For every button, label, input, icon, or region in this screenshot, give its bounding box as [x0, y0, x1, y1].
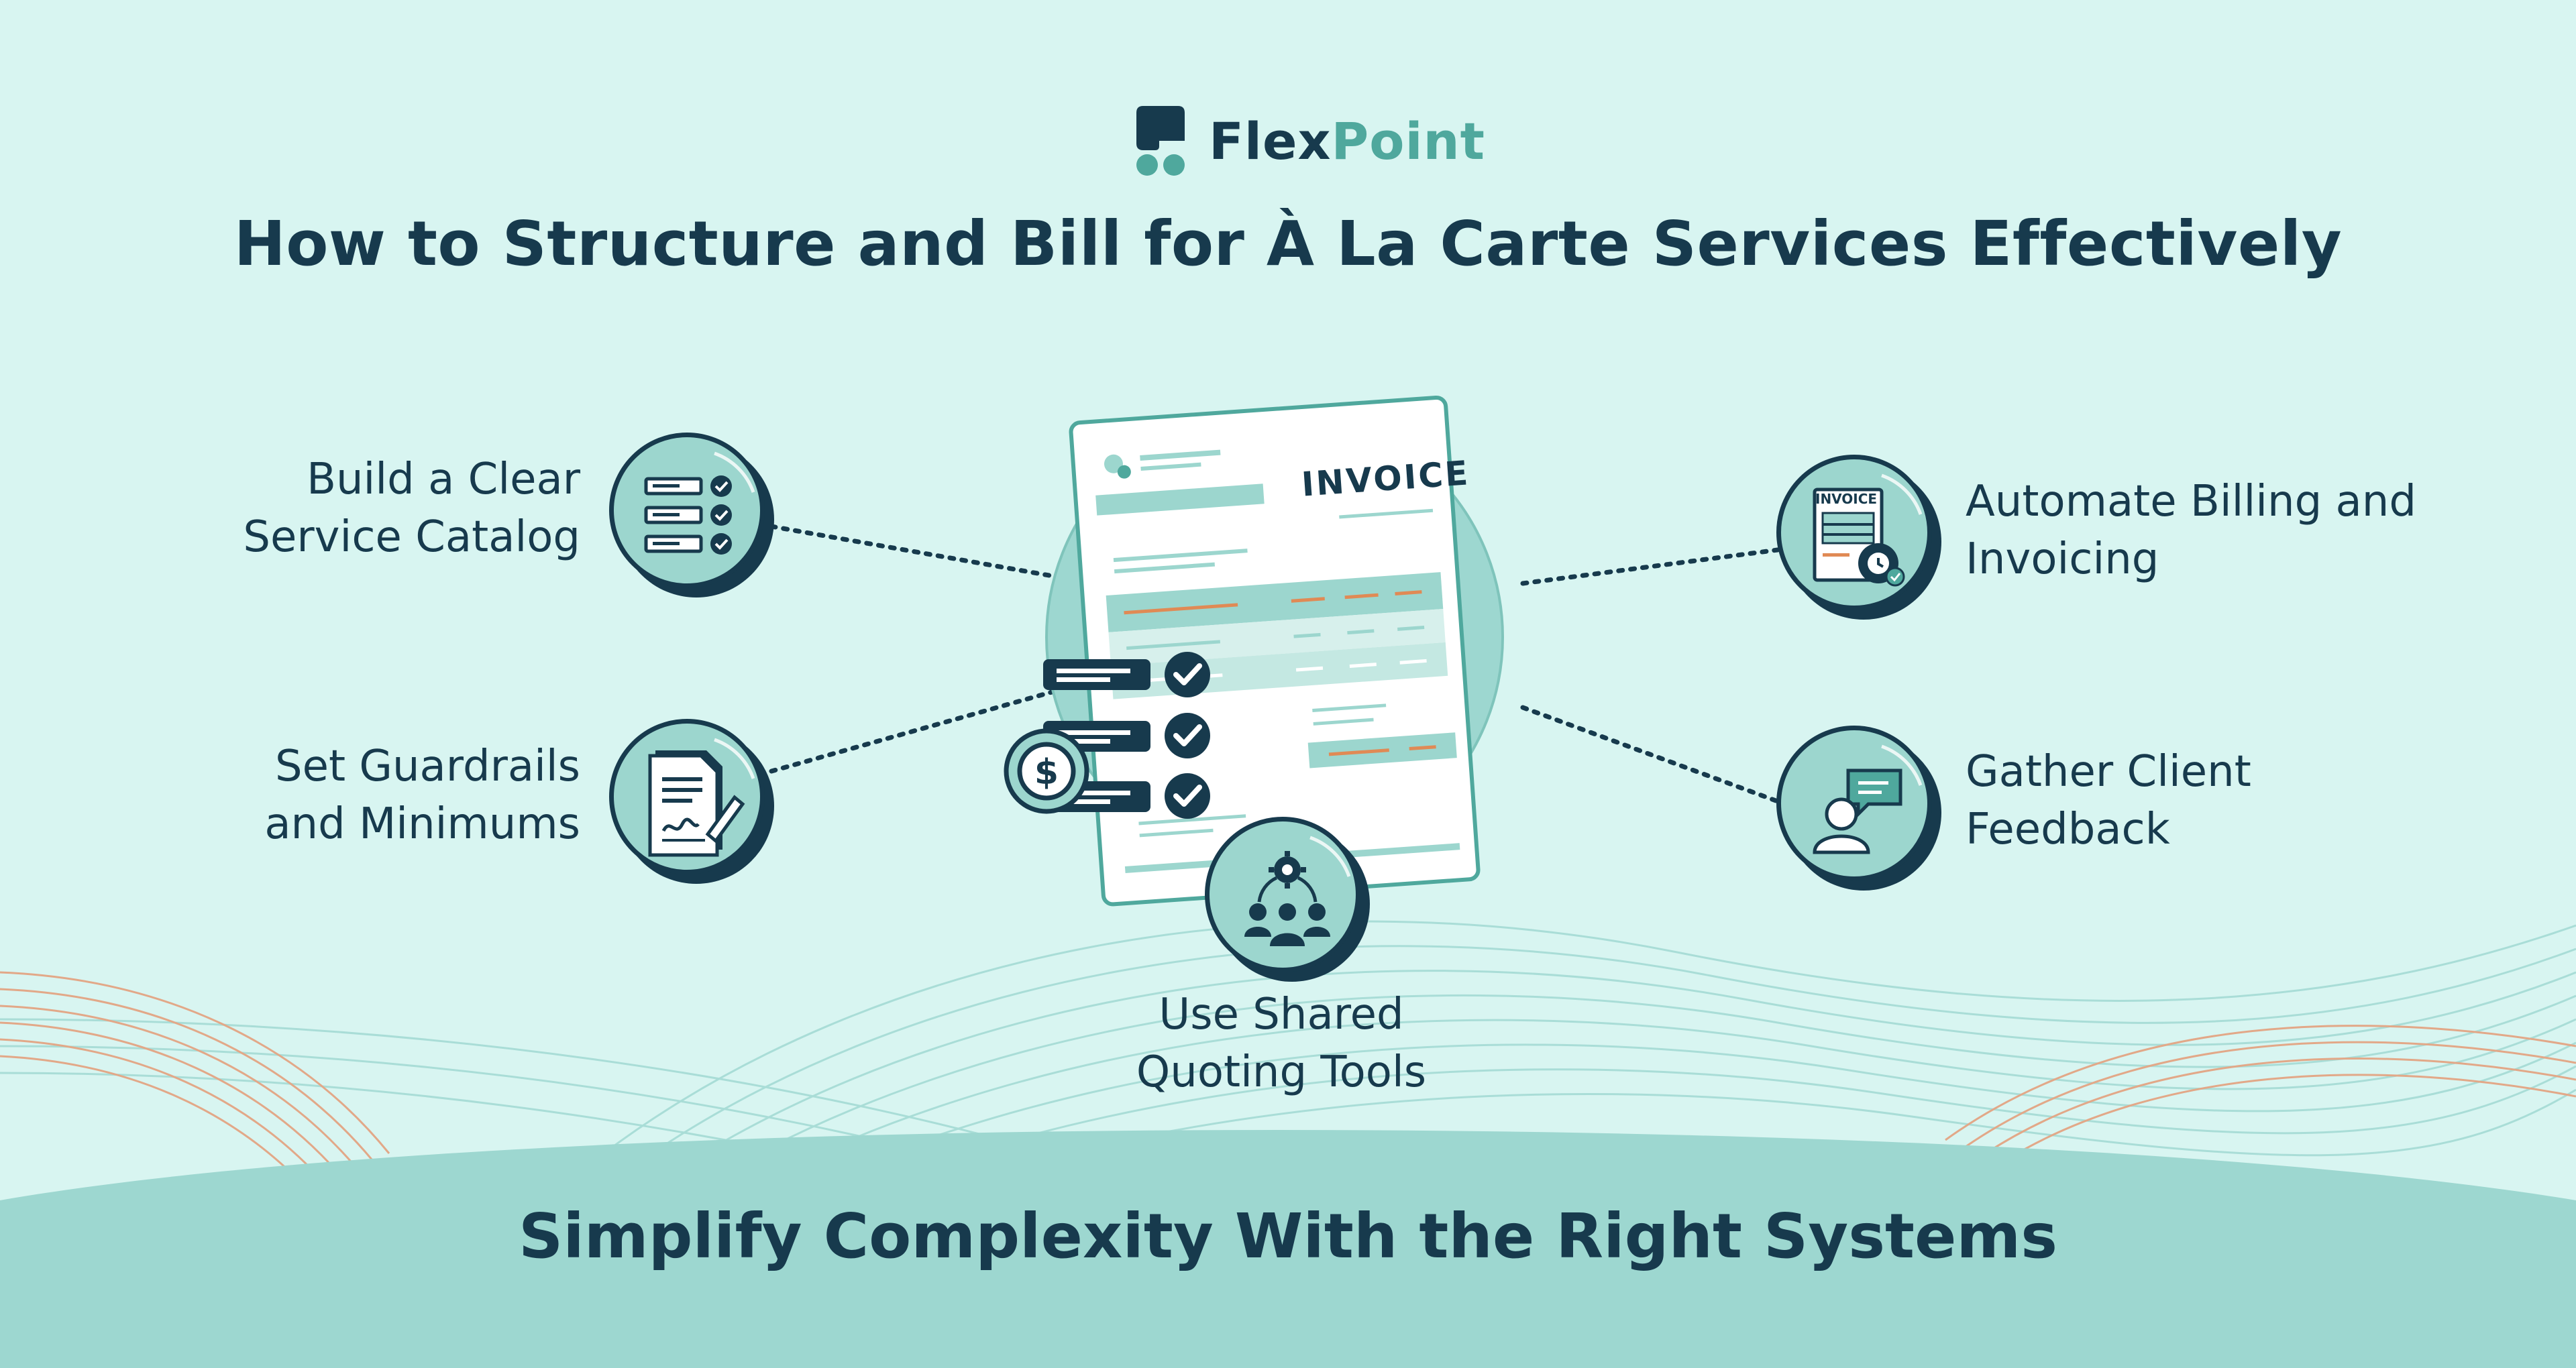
svg-text:$: $ [1034, 752, 1059, 793]
page-title: How to Structure and Bill for À La Carte… [233, 208, 2343, 280]
connector-lines [769, 524, 1780, 804]
catalog-node [609, 433, 774, 597]
guardrails-node [609, 719, 774, 884]
quoting-node [1205, 817, 1370, 982]
brand-name-part2: Point [1331, 111, 1485, 171]
footer-tagline: Simplify Complexity With the Right Syste… [519, 1200, 2057, 1272]
step-label-guardrails: Set Guardrails and Minimums [264, 742, 580, 849]
bottom-hill [0, 1130, 2576, 1368]
checklist-overlay: $ [1004, 652, 1210, 819]
invoice-document [1069, 395, 1481, 907]
automate-node [1776, 455, 1941, 620]
brand-name: FlexPoint [1209, 111, 1485, 171]
team-gear-icon [1244, 836, 1351, 946]
chat-person-icon [1813, 744, 1923, 854]
brand-name-part1: Flex [1209, 111, 1332, 171]
invoice-gear-icon [1813, 473, 1923, 587]
feedback-node [1776, 726, 1941, 891]
step-label-catalog: Build a Clear Service Catalog [243, 455, 580, 562]
flexpoint-logo-icon [1136, 106, 1185, 176]
step-label-quoting: Use Shared Quoting Tools [1136, 990, 1427, 1097]
checklist-icon [644, 451, 755, 555]
orange-wave-lines [0, 971, 2576, 1188]
step-label-feedback: Gather Client Feedback [1966, 747, 2251, 854]
brand-logo: FlexPoint [1136, 104, 1485, 178]
signed-contract-icon [648, 738, 755, 857]
step-label-automate: Automate Billing and Invoicing [1966, 477, 2416, 584]
mini-invoice-heading: INVOICE [1815, 491, 1878, 507]
dollar-coin-icon: $ [1004, 728, 1089, 814]
checklist-row [1043, 652, 1210, 697]
